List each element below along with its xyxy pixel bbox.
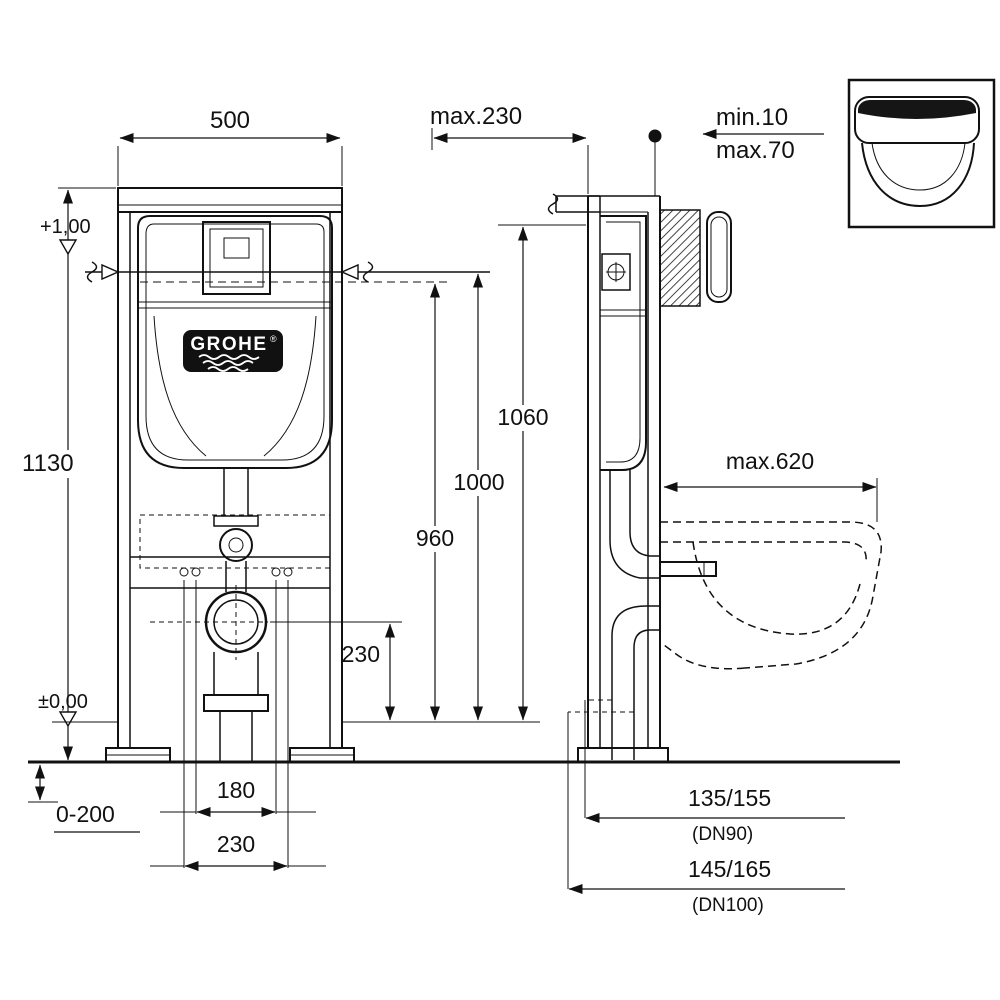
toilet-bowl-dashed [659, 521, 882, 670]
side-foot [577, 747, 669, 763]
wall-anchor-dot [648, 129, 662, 143]
level-zero: ±0,00 [38, 691, 88, 713]
inset-border [847, 78, 996, 229]
bowl-fixing-studs [659, 561, 717, 577]
dim-0-200: 0-200 [56, 801, 115, 827]
level-symbol-top [58, 239, 78, 256]
grohe-logo: GROHE ® [183, 330, 283, 372]
dim-wall-min: min.10 [716, 104, 788, 131]
dim-1060: 1060 [497, 404, 548, 430]
fixing-bolt [283, 567, 293, 577]
cistern-side [600, 215, 647, 471]
dim-drain-dn90-note: (DN90) [692, 824, 753, 845]
cistern-front: GROHE ® [137, 215, 333, 469]
dim-outlet-230: 230 [342, 641, 380, 667]
break-squiggle [362, 261, 374, 283]
flush-plate [706, 211, 732, 303]
fixing-bolt [179, 567, 189, 577]
toilet-bowl [861, 142, 975, 208]
level-arrow-right [340, 263, 359, 281]
dim-180: 180 [217, 777, 255, 803]
dim-drain-dn90: 135/155 [688, 785, 771, 811]
dim-max-230: max.230 [430, 103, 522, 130]
left-foot [105, 747, 171, 763]
toilet-inset-image [847, 78, 996, 229]
dim-960: 960 [416, 525, 454, 551]
dim-drain-dn100-note: (DN100) [692, 895, 764, 916]
dim-height-1130: 1130 [22, 450, 74, 477]
threaded-rod-hatch [659, 209, 701, 307]
access-window [202, 221, 271, 295]
dim-1000: 1000 [453, 469, 504, 495]
dim-width-500: 500 [210, 107, 250, 134]
level-arrow-left [101, 263, 120, 281]
grohe-logo-reg: ® [270, 334, 277, 344]
front-view-frame [105, 187, 355, 763]
fixing-bolt [191, 567, 201, 577]
break-squiggle [86, 261, 98, 283]
dim-max-620: max.620 [726, 448, 814, 474]
dim-drain-dn100: 145/165 [688, 856, 771, 882]
dim-wall-max: max.70 [716, 137, 795, 164]
level-symbol-zero [58, 711, 78, 728]
grohe-logo-text: GROHE [190, 334, 267, 355]
level-plus-100: +1,00 [40, 216, 91, 238]
fixing-bolt [271, 567, 281, 577]
right-foot [289, 747, 355, 763]
bracket-zone-dashed [139, 514, 331, 569]
front-pipework [150, 468, 269, 762]
flush-pipe-flange [219, 528, 253, 562]
outlet-collar [203, 694, 269, 712]
side-view-frame [547, 129, 732, 889]
front-dimensions: 500 1130 +1,00 ±0,00 960 1000 1060 [18, 107, 586, 871]
toilet-lid [858, 100, 976, 119]
dim-230-bottom: 230 [217, 831, 255, 857]
side-dimensions: max.230 min.10 max.70 max.620 135/155 (D… [430, 103, 878, 916]
